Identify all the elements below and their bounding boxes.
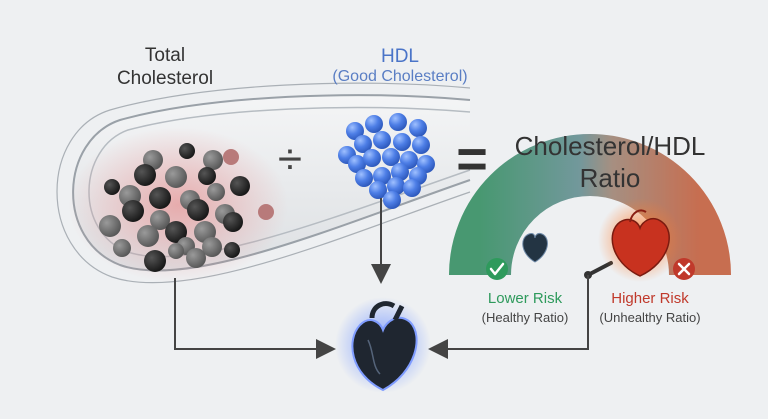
hdl-particle [412, 136, 430, 154]
hdl-subtitle: (Good Cholesterol) [332, 68, 468, 85]
hdl-particle [391, 163, 409, 181]
flow-arrows [174, 198, 589, 359]
hdl-particle [383, 191, 401, 209]
ratio-label: Cholesterol/HDL Ratio [514, 131, 706, 193]
ldl-particle [198, 167, 216, 185]
total-to-heart-arrow [174, 278, 336, 359]
ldl-particle [113, 239, 131, 257]
hdl-particle [346, 122, 364, 140]
ldl-particle [134, 164, 156, 186]
ldl-particle [186, 248, 206, 268]
ldl-particle [99, 215, 121, 237]
ldl-particle [149, 187, 171, 209]
hdl-label: HDL [380, 46, 419, 67]
hdl-particle [355, 169, 373, 187]
ldl-particle [150, 210, 170, 230]
divide-symbol: ÷ [277, 135, 303, 184]
hdl-particles [338, 113, 435, 209]
hdl-particle [382, 148, 400, 166]
ldl-particle [165, 166, 187, 188]
higher-risk-sublabel: (Unhealthy Ratio) [599, 310, 701, 325]
healthy-heart-icon [522, 233, 548, 263]
hdl-particle [354, 135, 372, 153]
hdl-particle [387, 177, 405, 195]
hdl-particle [348, 155, 366, 173]
ldl-particle [165, 221, 187, 243]
hdl-particle [409, 119, 427, 137]
ldl-particle [207, 183, 225, 201]
heart-icon [335, 297, 431, 393]
hdl-particle [403, 179, 421, 197]
ldl-particle [168, 243, 184, 259]
total-cholesterol-particles [68, 127, 288, 283]
hdl-particle [373, 167, 391, 185]
plaque-glow [68, 127, 288, 283]
lower-risk-sublabel: (Healthy Ratio) [481, 310, 569, 325]
equals-symbol: = [456, 129, 488, 189]
ldl-particle [104, 179, 120, 195]
hdl-particle [369, 181, 387, 199]
lower-risk-label: Lower Risk [487, 290, 563, 307]
ldl-particle [179, 143, 195, 159]
hdl-particle [363, 149, 381, 167]
gauge-to-heart-arrow [428, 275, 589, 359]
ldl-particle [223, 149, 239, 165]
hdl-particle [365, 115, 383, 133]
ldl-particle [202, 237, 222, 257]
ldl-particle [137, 225, 159, 247]
x-icon [673, 258, 695, 280]
higher-risk-label: Higher Risk [611, 290, 689, 307]
hdl-particle [389, 113, 407, 131]
ldl-particle [223, 212, 243, 232]
ldl-particle [224, 242, 240, 258]
ldl-particle [144, 250, 166, 272]
total-cholesterol-label: Total Cholesterol [116, 45, 214, 89]
unhealthy-heart-icon [598, 198, 682, 282]
ldl-particle [230, 176, 250, 196]
hdl-particle [393, 133, 411, 151]
ldl-particle [258, 204, 274, 220]
ldl-particle [203, 150, 223, 170]
hdl-particle [373, 131, 391, 149]
check-icon [486, 258, 508, 280]
ldl-particle [187, 199, 209, 221]
ldl-particle [122, 200, 144, 222]
